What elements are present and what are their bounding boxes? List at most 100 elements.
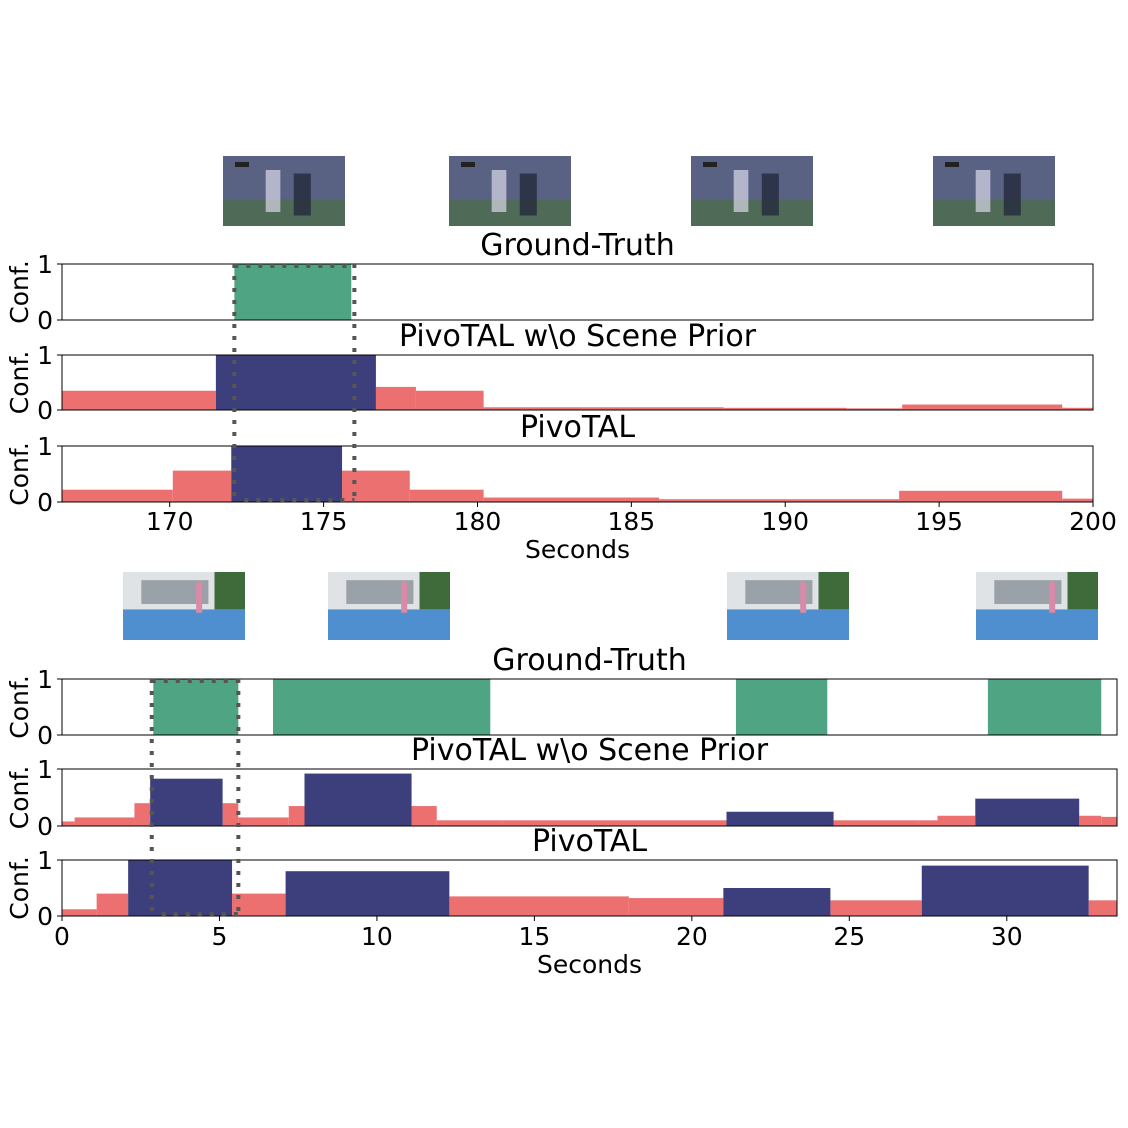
background-confidence-bar [288, 806, 305, 826]
panel-title: PivoTAL [532, 824, 647, 859]
panel-frame [61, 445, 1094, 503]
background-confidence-bar [232, 893, 286, 916]
ground-truth-bar [273, 679, 491, 735]
background-confidence-bar [833, 820, 919, 826]
background-confidence-bar [222, 803, 239, 826]
ground-truth-bar [234, 264, 352, 320]
frame-house [141, 580, 209, 604]
background-confidence-bar [74, 817, 135, 826]
frame-player [1003, 173, 1021, 216]
baseball-frame-icon [933, 156, 1055, 226]
panel-frame [61, 859, 1118, 917]
x-tick-label: 5 [212, 922, 228, 951]
y-axis-label: Conf. [5, 442, 34, 506]
prediction-bar [726, 811, 834, 826]
background-confidence-bar [846, 408, 903, 410]
ground-truth-bar [153, 679, 239, 735]
frame-scorebug [945, 162, 959, 167]
frame-house [994, 580, 1062, 604]
x-tick-label: 195 [915, 507, 963, 536]
background-confidence-bar [899, 490, 1063, 502]
y-axis-label: Conf. [5, 260, 34, 324]
background-confidence-bar [436, 820, 503, 826]
frame-player [975, 170, 991, 212]
y-axis-label: Conf. [5, 766, 34, 830]
frame-player [491, 170, 507, 212]
background-confidence-bar [918, 820, 938, 826]
prediction-bar [128, 860, 233, 916]
background-confidence-bar [375, 386, 416, 410]
prediction-bar [150, 778, 223, 826]
y-tick-label: 0 [37, 812, 53, 841]
y-axis-label: Conf. [5, 351, 34, 415]
background-confidence-bar [483, 497, 660, 502]
frame-field [691, 199, 813, 226]
panel-frame [61, 768, 1118, 827]
x-tick-label: 0 [54, 922, 70, 951]
y-tick-label: 0 [37, 488, 53, 517]
panel-title: PivoTAL w\o Scene Prior [399, 319, 757, 354]
background-confidence-bar [449, 896, 629, 916]
frame-field [933, 199, 1055, 226]
background-confidence-bar [902, 404, 1063, 410]
baseball-frame-icon [449, 156, 571, 226]
frame-scorebug [235, 162, 249, 167]
background-confidence-bar [415, 390, 484, 410]
background-confidence-bar [937, 815, 976, 826]
y-tick-label: 1 [37, 846, 53, 875]
x-tick-label: 15 [518, 922, 550, 951]
panel-frame [61, 263, 1094, 321]
frame-player [293, 173, 311, 216]
background-confidence-bar [483, 407, 724, 410]
frame-person [1049, 582, 1056, 613]
background-confidence-bar [1062, 498, 1093, 502]
y-tick-label: 1 [37, 665, 53, 694]
pool-frame-icon [727, 572, 849, 640]
x-tick-label: 200 [1069, 507, 1117, 536]
x-axis-label: Seconds [525, 535, 630, 564]
background-confidence-bar [1079, 815, 1102, 826]
frame-field [223, 199, 345, 226]
background-confidence-bar [238, 817, 289, 826]
frame-pool [123, 609, 245, 640]
y-tick-label: 1 [37, 341, 53, 370]
y-axis-label: Conf. [5, 675, 34, 739]
ground-truth-bar [735, 679, 828, 735]
y-tick-label: 0 [37, 306, 53, 335]
baseball-frame-icon [223, 156, 345, 226]
prediction-bar [921, 865, 1089, 916]
frame-player [761, 173, 779, 216]
frame-scorebug [703, 162, 717, 167]
frame-player [519, 173, 537, 216]
baseball-frame-icon [691, 156, 813, 226]
frame-scorebug [461, 162, 475, 167]
frame-house [346, 580, 414, 604]
prediction-bar [304, 773, 412, 826]
background-confidence-bar [830, 900, 922, 916]
frame-person [800, 582, 807, 613]
frame-player [733, 170, 749, 212]
prediction-bar [285, 871, 450, 916]
ground-truth-bar [987, 679, 1102, 735]
panel-title: PivoTAL [520, 410, 635, 445]
background-confidence-bar [62, 489, 173, 502]
pool-frame-icon [976, 572, 1098, 640]
background-confidence-bar [134, 803, 151, 826]
frame-pool [976, 609, 1098, 640]
panel-title: Ground-Truth [492, 643, 686, 678]
background-confidence-bar [409, 489, 484, 502]
prediction-bar [723, 888, 831, 916]
panel-title: Ground-Truth [480, 228, 674, 263]
frame-trees [818, 572, 849, 610]
y-tick-label: 1 [37, 755, 53, 784]
background-confidence-bar [628, 898, 724, 916]
background-confidence-bar [62, 390, 216, 410]
x-tick-label: 25 [833, 922, 865, 951]
